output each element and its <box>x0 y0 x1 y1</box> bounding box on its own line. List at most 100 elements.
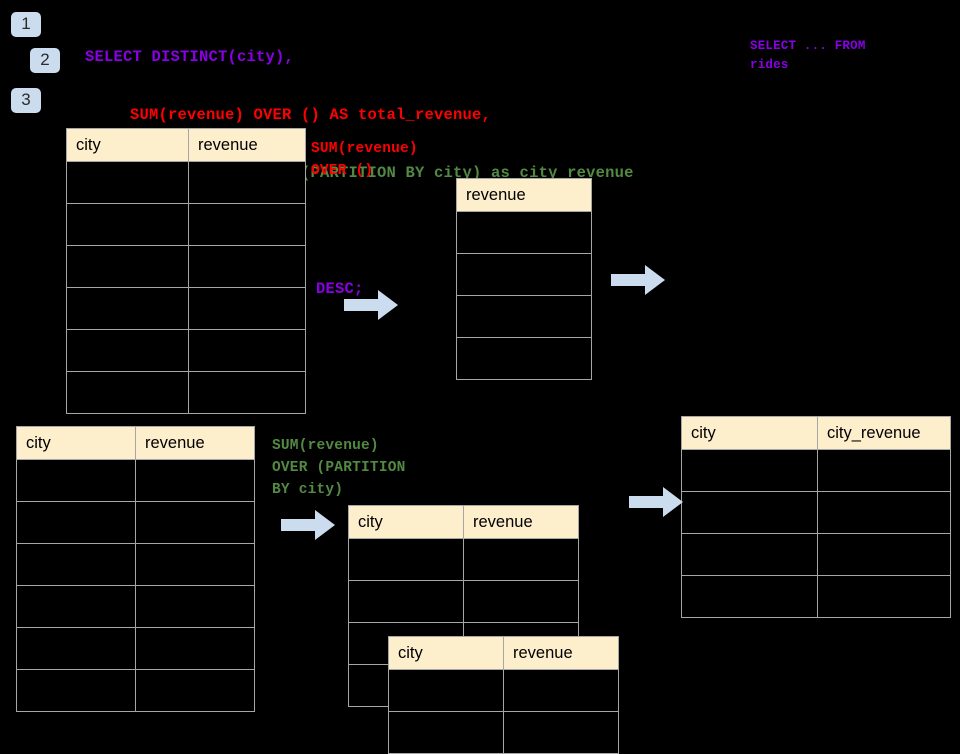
table-row <box>681 575 951 618</box>
arrow-total-to-result-top <box>611 265 665 295</box>
cell-city <box>16 585 136 628</box>
table-header-row: city revenue <box>66 128 306 162</box>
cell-city <box>681 575 818 618</box>
table-row <box>681 491 951 534</box>
cell-revenue <box>135 501 255 544</box>
cell-city <box>16 669 136 712</box>
cell-city <box>348 580 464 623</box>
column-header-revenue: revenue <box>456 178 592 212</box>
cell-revenue <box>503 711 619 754</box>
column-header-revenue: revenue <box>503 636 619 670</box>
cell-city <box>66 245 189 288</box>
cell-city <box>16 627 136 670</box>
cell-city <box>388 669 504 712</box>
column-header-city: city <box>388 636 504 670</box>
sql-line-total-revenue: SUM(revenue) OVER () AS total_revenue, <box>130 106 492 124</box>
cell-city-revenue <box>817 575 951 618</box>
cell-revenue <box>188 245 306 288</box>
table-row <box>681 449 951 492</box>
table-header-row: city revenue <box>388 636 619 670</box>
table-row <box>456 211 592 254</box>
rides-source-table: city revenue <box>66 128 306 414</box>
cell-revenue <box>188 287 306 330</box>
step-badge-3: 3 <box>11 88 41 113</box>
table-header-row: revenue <box>456 178 592 212</box>
column-header-revenue: revenue <box>135 426 255 460</box>
table-row <box>66 329 306 372</box>
sql-line-select: SELECT DISTINCT(city), <box>85 48 295 66</box>
cell-revenue <box>188 161 306 204</box>
arrow-source-to-partition <box>281 510 335 540</box>
cell-city <box>66 161 189 204</box>
diagram-canvas: 1 2 3 SELECT DISTINCT(city), SUM(revenue… <box>11 12 951 754</box>
cell-revenue <box>456 295 592 338</box>
city-revenue-result-table: city city_revenue <box>681 416 951 618</box>
table-row <box>16 543 255 586</box>
callout-sum-over-partition: SUM(revenue) OVER (PARTITION BY city) <box>272 438 406 498</box>
table-row <box>66 161 306 204</box>
column-header-city: city <box>16 426 136 460</box>
arrow-partition-to-result <box>629 487 683 517</box>
table-row <box>456 253 592 296</box>
partition-group-front-table: city revenue <box>388 636 619 754</box>
table-row <box>388 669 619 712</box>
cell-revenue <box>463 580 579 623</box>
cell-city-revenue <box>817 533 951 576</box>
table-row <box>348 538 579 581</box>
cell-revenue <box>188 329 306 372</box>
table-header-row: city city_revenue <box>681 416 951 450</box>
column-header-revenue: revenue <box>188 128 306 162</box>
table-header-row: city revenue <box>348 505 579 539</box>
cell-city <box>681 491 818 534</box>
arrow-source-to-total <box>344 290 398 320</box>
table-header-row: city revenue <box>16 426 255 460</box>
table-row <box>16 669 255 712</box>
total-revenue-table: revenue <box>456 178 592 380</box>
cell-revenue <box>135 669 255 712</box>
cell-city <box>681 449 818 492</box>
table-row <box>681 533 951 576</box>
table-row <box>456 295 592 338</box>
cell-revenue <box>188 203 306 246</box>
cell-revenue <box>135 459 255 502</box>
cell-city <box>681 533 818 576</box>
cell-city <box>16 459 136 502</box>
cell-city-revenue <box>817 449 951 492</box>
cell-revenue <box>456 211 592 254</box>
table-row <box>16 501 255 544</box>
table-row <box>66 203 306 246</box>
cell-city <box>66 329 189 372</box>
table-row <box>66 287 306 330</box>
table-row <box>66 245 306 288</box>
cell-revenue <box>456 337 592 380</box>
cell-city <box>66 371 189 414</box>
table-row <box>16 585 255 628</box>
cell-city <box>16 501 136 544</box>
table-row <box>348 580 579 623</box>
cell-revenue <box>135 585 255 628</box>
cell-revenue <box>503 669 619 712</box>
column-header-revenue: revenue <box>463 505 579 539</box>
cell-revenue <box>188 371 306 414</box>
table-row <box>16 627 255 670</box>
column-header-city: city <box>66 128 189 162</box>
annotation-select-from-rides: SELECT ... FROM rides <box>750 39 874 72</box>
cell-revenue <box>135 627 255 670</box>
cell-revenue <box>135 543 255 586</box>
table-row <box>456 337 592 380</box>
column-header-city-revenue: city_revenue <box>817 416 951 450</box>
table-row <box>388 711 619 754</box>
callout-sum-over-empty: SUM(revenue) OVER () <box>311 141 418 179</box>
rides-partition-source-table: city revenue <box>16 426 255 712</box>
cell-revenue <box>456 253 592 296</box>
cell-city <box>348 538 464 581</box>
table-row <box>66 371 306 414</box>
column-header-city: city <box>681 416 818 450</box>
step-badge-2: 2 <box>30 48 60 73</box>
column-header-city: city <box>348 505 464 539</box>
cell-revenue <box>463 538 579 581</box>
table-row <box>16 459 255 502</box>
partition-group-back-table: city revenue <box>348 505 579 707</box>
cell-city <box>66 287 189 330</box>
cell-city-revenue <box>817 491 951 534</box>
